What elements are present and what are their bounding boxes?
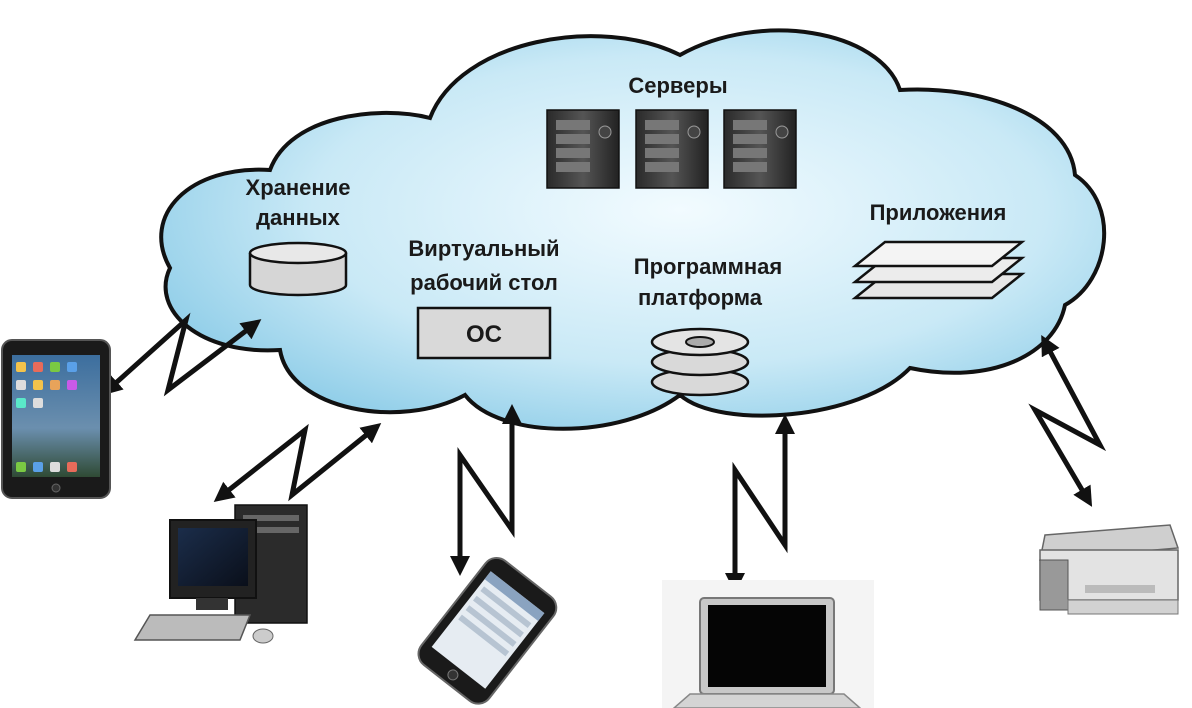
tablet-icon <box>1 339 111 499</box>
apps-layers-icon <box>851 240 1026 300</box>
platform-label-line1: Программная <box>634 254 782 279</box>
storage-cylinder-icon <box>248 241 348 297</box>
platform-label-line2: платформа <box>638 285 763 310</box>
server-icon <box>723 109 797 189</box>
cloud-shape <box>159 28 1107 431</box>
storage-label-line2: данных <box>256 205 341 230</box>
server-icon <box>546 109 620 189</box>
os-label: ОС <box>466 321 502 348</box>
smartphone-icon <box>417 556 558 705</box>
storage-label-line1: Хранение <box>246 175 351 200</box>
link-laptop <box>725 414 795 593</box>
desktop-label-line1: Виртуальный <box>408 236 559 261</box>
desktop-label-line2: рабочий стол <box>410 270 558 295</box>
printer-icon <box>1039 524 1180 615</box>
link-tablet <box>102 312 262 397</box>
desktop-computer-icon <box>133 504 308 644</box>
platform-disks-icon <box>650 327 750 397</box>
server-icon <box>635 109 709 189</box>
servers-label: Серверы <box>628 73 727 98</box>
link-smartphone <box>450 404 522 576</box>
os-box: ОС <box>416 306 552 360</box>
laptop-icon <box>662 580 874 708</box>
apps-label: Приложения <box>870 200 1007 225</box>
link-desktop <box>213 422 382 502</box>
link-printer <box>1028 334 1107 507</box>
